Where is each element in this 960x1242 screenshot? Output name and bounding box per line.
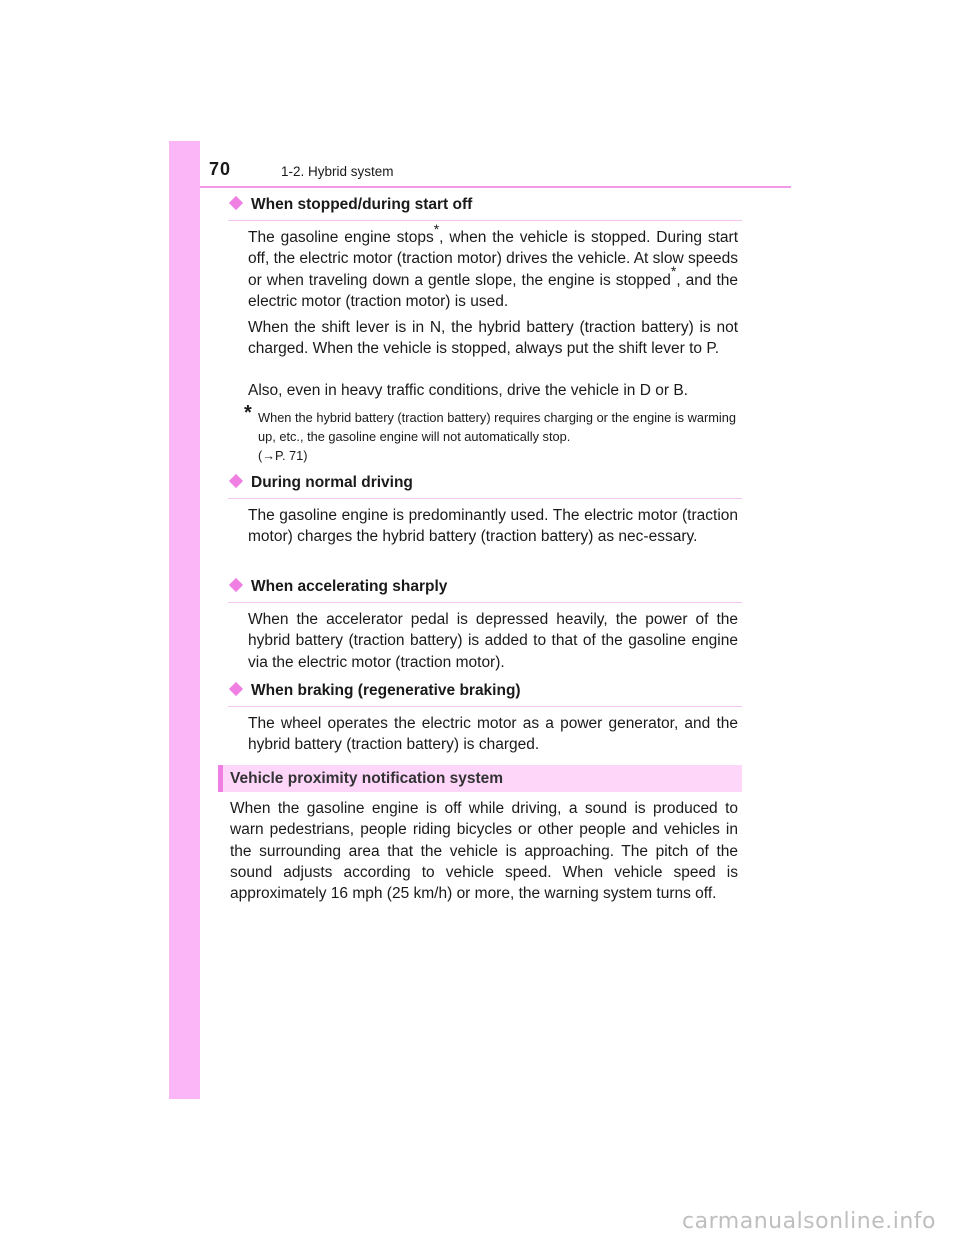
footnote-text: When the hybrid battery (traction batter… (258, 410, 736, 444)
section-heading-text: During normal driving (251, 474, 413, 491)
section-heading-text: When braking (regenerative braking) (251, 682, 521, 699)
breadcrumb: 1-2. Hybrid system (281, 164, 394, 179)
footnote-asterisk: * (670, 263, 677, 280)
paragraph-accelerating: When the accelerator pedal is depressed … (248, 611, 738, 671)
footnote-marker: * (244, 402, 252, 424)
diamond-bullet-icon (228, 195, 244, 211)
paragraph-stopped-2: When the shift lever is in N, the hybrid… (248, 319, 738, 358)
section-heading-stopped: When stopped/during start off (228, 195, 742, 221)
paragraph-braking: The wheel operates the electric motor as… (248, 715, 738, 754)
section-title-bar: Vehicle proximity notification system (218, 765, 742, 792)
paragraph-proximity: When the gasoline engine is off while dr… (230, 800, 738, 903)
header-divider (200, 186, 791, 188)
page-number: 70 (209, 159, 232, 179)
footnote-page-reference: (→P. 71) (258, 448, 308, 463)
section-heading-accelerating: When accelerating sharply (228, 577, 742, 603)
section-heading-normal-driving: During normal driving (228, 473, 742, 499)
section-title: Vehicle proximity notification system (230, 770, 504, 787)
diamond-bullet-icon (228, 473, 244, 489)
text-run: The gasoline engine stops (248, 229, 434, 246)
paragraph-stopped-1: The gasoline engine stops*, when the veh… (248, 222, 739, 312)
section-heading-braking: When braking (regenerative braking) (228, 681, 742, 707)
text-run: , when the vehicle is stopped. During st… (248, 229, 739, 289)
side-tab-strip (169, 141, 200, 1099)
paragraph-stopped-3: Also, even in heavy traffic conditions, … (248, 382, 688, 399)
paragraph-normal-driving: The gasoline engine is predominantly use… (248, 507, 738, 546)
section-heading-text: When stopped/during start off (251, 196, 473, 213)
watermark: carmanualsonline.info (682, 1209, 936, 1234)
diamond-bullet-icon (228, 681, 244, 697)
diamond-bullet-icon (228, 577, 244, 593)
section-heading-text: When accelerating sharply (251, 578, 448, 595)
footnote-asterisk: * (433, 220, 440, 237)
text-run: , and the electric motor (traction motor… (248, 271, 739, 310)
